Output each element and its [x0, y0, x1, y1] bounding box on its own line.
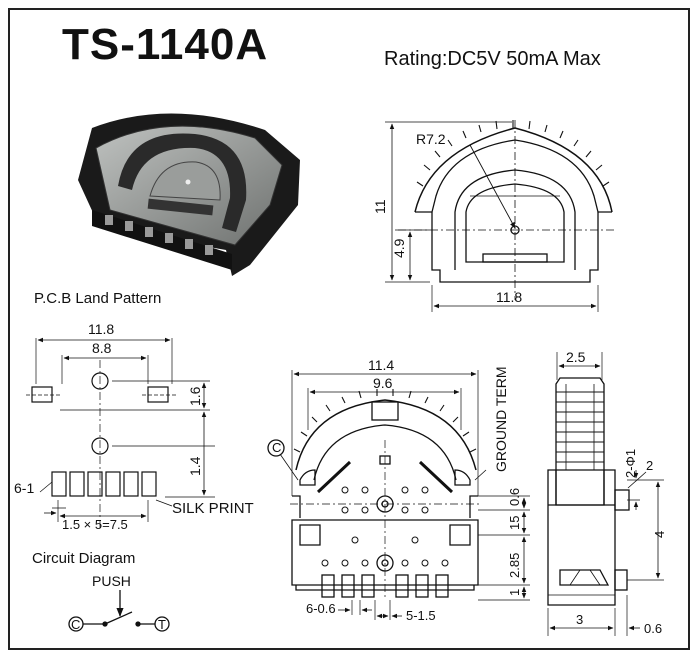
front-dim-15: 15: [507, 516, 522, 530]
rating-text: Rating:DC5V 50mA Max: [384, 48, 601, 70]
top-radius-dim: R7.2: [416, 131, 446, 147]
front-pin-pitch-dim: 5-1.5: [406, 608, 436, 623]
front-pin-width-dim: 6-0.6: [306, 601, 336, 616]
pcb-pin-pitch-dim: 1.5 × 5=7.5: [62, 517, 128, 532]
terminal-c-label: C: [71, 617, 80, 632]
front-dim-1: 1: [507, 589, 522, 596]
top-center-height-dim: 4.9: [391, 238, 407, 258]
push-label: PUSH: [92, 573, 131, 589]
drawing-sheet: [8, 8, 690, 650]
product-photo: [78, 113, 300, 276]
top-view-drawing: [385, 120, 615, 312]
pcb-land-pattern-label: P.C.B Land Pattern: [34, 290, 162, 307]
top-height-dim: 11: [372, 199, 388, 214]
side-dim-2: 2: [646, 458, 653, 473]
terminal-t-label: T: [158, 617, 166, 632]
silk-print-label: SILK PRINT: [172, 500, 254, 517]
side-dim-0-6: 0.6: [644, 621, 662, 636]
side-view-drawing: [547, 352, 664, 636]
circuit-diagram-drawing: [68, 590, 170, 632]
front-dim-0-6: 0.6: [507, 488, 522, 506]
pcb-pad-offset-dim: 1.6: [187, 386, 203, 406]
ground-term-label: GROUND TERM: [493, 366, 509, 472]
front-width-dim: 11.4: [368, 357, 394, 373]
front-pins: [321, 574, 449, 598]
circuit-diagram-label: Circuit Diagram: [32, 550, 136, 567]
pcb-land-pattern-drawing: [26, 337, 215, 530]
front-dim-2-85: 2.85: [507, 553, 522, 578]
side-hole-dim: 2-Φ1: [623, 449, 638, 478]
pcb-pin-count-dim: 6-1: [14, 480, 34, 496]
pcb-pad-span-dim: 8.8: [92, 340, 112, 356]
front-c-marker: C: [272, 440, 281, 455]
front-inner-width-dim: 9.6: [373, 375, 393, 391]
pcb-hole-pitch-dim: 1.4: [187, 456, 203, 476]
pcb-width-dim: 11.8: [88, 321, 114, 337]
pcb-pin-pads: [51, 471, 157, 497]
front-view-drawing: [267, 370, 530, 620]
part-number-title: TS-1140A: [62, 20, 269, 69]
side-depth-dim: 3: [576, 612, 583, 627]
side-width-dim: 2.5: [566, 349, 586, 365]
side-dim-4: 4: [652, 531, 667, 538]
top-width-dim: 11.8: [496, 289, 522, 305]
